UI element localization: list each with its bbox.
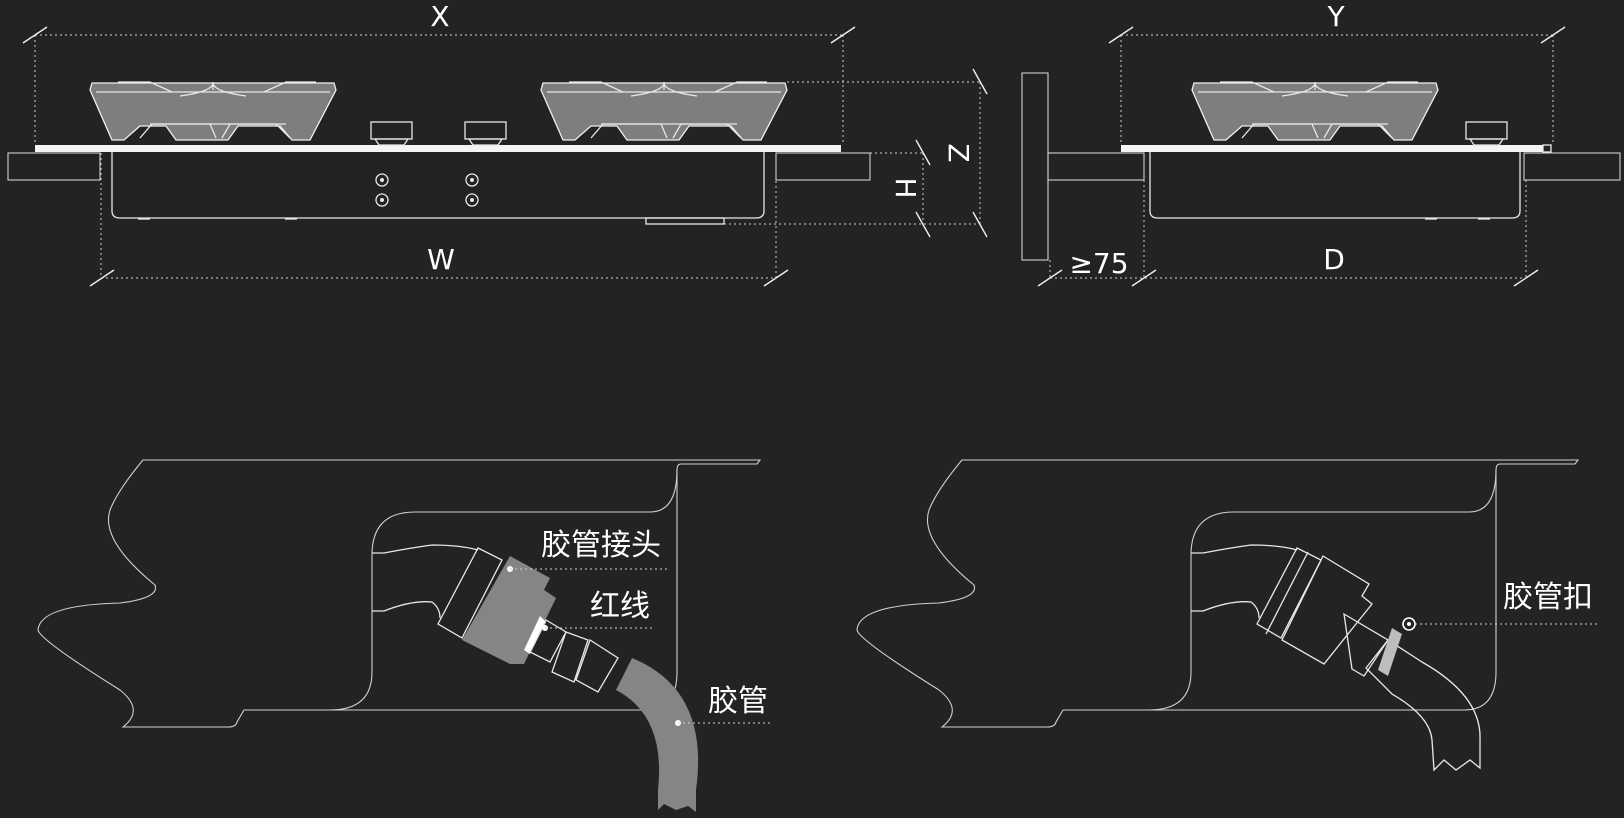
mounting-screws: [375, 173, 479, 207]
right-burner: [540, 81, 788, 141]
hose-detail-left: [37, 459, 772, 812]
cooktop-body: [111, 152, 765, 219]
dim-z-label: Z: [942, 143, 975, 162]
counter-front: [1523, 152, 1621, 181]
side-view: [1021, 26, 1621, 287]
gas-inlet: [645, 217, 725, 225]
clearance-label: ≥75: [1069, 247, 1128, 280]
counter-left: [7, 152, 101, 181]
left-burner: [89, 81, 337, 141]
back-wall: [1021, 72, 1049, 261]
hose-connector-label: 胶管接头: [541, 528, 661, 563]
glass-top: [35, 145, 841, 152]
hose-label: 胶管: [708, 684, 768, 719]
hose-detail-right: [856, 459, 1600, 772]
front-view: [7, 26, 988, 287]
dim-h-label: H: [889, 177, 922, 198]
dim-y-label: Y: [1326, 0, 1345, 33]
hose-clamp-label: 胶管扣: [1503, 580, 1593, 615]
counter-back: [1047, 152, 1145, 181]
control-knobs: [370, 121, 507, 146]
dim-d-label: D: [1323, 243, 1345, 276]
dim-x-label: X: [430, 0, 449, 33]
dim-w-label: W: [427, 243, 455, 276]
red-line-label: 红线: [590, 589, 650, 624]
counter-right: [775, 152, 871, 181]
